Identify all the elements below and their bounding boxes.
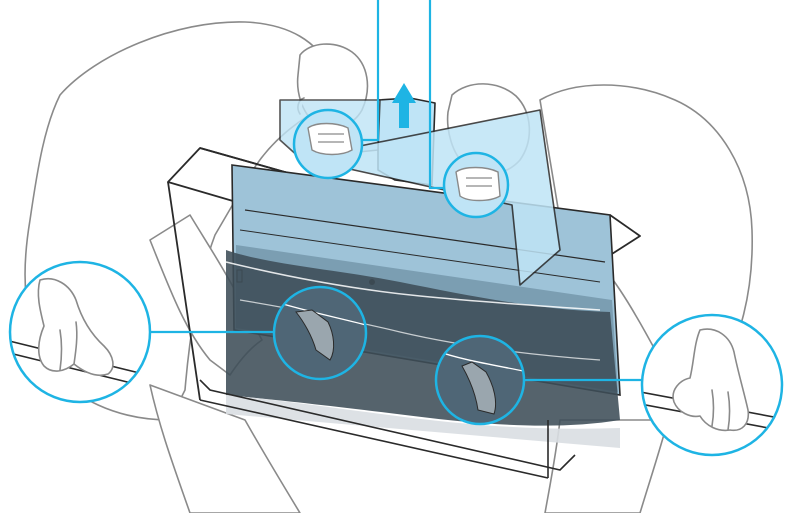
grip-callout-bottom-left	[272, 285, 368, 381]
zoom-detail-left	[8, 260, 152, 404]
zoom-detail-right	[640, 313, 784, 457]
callout-connectors	[150, 330, 642, 382]
grip-callout-top-right	[442, 151, 510, 219]
callout-leader-top	[362, 0, 446, 190]
grip-callout-top-left	[292, 108, 364, 180]
box-front	[199, 379, 576, 479]
up-arrow-icon	[392, 83, 416, 128]
